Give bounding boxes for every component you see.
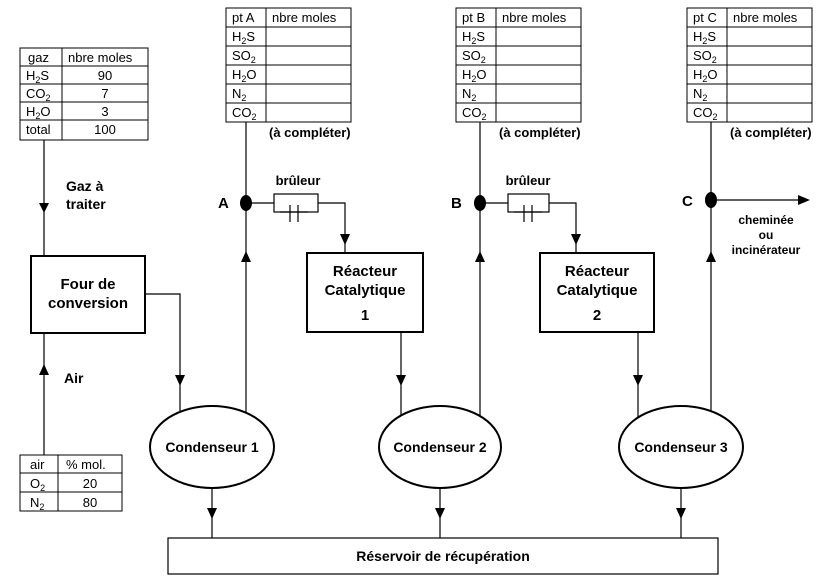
condenseur-3-label: Condenseur 3 — [634, 439, 728, 455]
point-c-species-2: H2O — [693, 67, 718, 84]
four-box — [30, 255, 146, 334]
bruleur-1 — [273, 193, 319, 222]
point-a-species-1: SO2 — [232, 48, 256, 65]
point-b-marker — [474, 195, 486, 211]
point-a-header-pt: pt A — [232, 10, 255, 25]
reactor-2-label-2: Catalytique — [557, 282, 638, 299]
bruleur-1-label: brûleur — [276, 173, 321, 188]
point-a-marker — [240, 195, 252, 211]
point-a-note: (à compléter) — [269, 125, 351, 140]
point-c-species-4: CO2 — [693, 105, 718, 122]
point-c-header-pt: pt C — [693, 10, 717, 25]
air-header-air: air — [30, 457, 45, 472]
feed-value-1: 7 — [101, 86, 108, 101]
condenseur-2-label: Condenseur 2 — [393, 439, 487, 455]
reservoir-box — [167, 537, 719, 575]
four-label-2: conversion — [48, 295, 128, 312]
bruleur-2 — [507, 193, 550, 222]
reactor-1-box — [306, 252, 424, 333]
air-value-0: 20 — [83, 476, 97, 491]
feed-species-3: total — [26, 122, 51, 137]
point-b-label: B — [451, 195, 462, 212]
reactor-1-number: 1 — [361, 307, 369, 324]
point-a-header-moles: nbre moles — [272, 10, 337, 25]
air-value-1: 80 — [83, 495, 97, 510]
outlet-label-3: incinérateur — [732, 243, 801, 257]
point-b-header-pt: pt B — [462, 10, 485, 25]
point-a-species-4: CO2 — [232, 105, 257, 122]
point-b-species-0: H2S — [462, 29, 485, 46]
reservoir-label: Réservoir de récupération — [356, 548, 530, 564]
four-label-1: Four de — [61, 276, 116, 293]
point-b-species-3: N2 — [462, 86, 476, 103]
air-species-0: O2 — [30, 476, 45, 493]
reactor-2-box — [539, 252, 655, 333]
point-a-species-0: H2S — [232, 29, 255, 46]
point-b-header-moles: nbre moles — [502, 10, 567, 25]
condenseur-1-label: Condenseur 1 — [165, 439, 259, 455]
condenseur-2-shape — [378, 405, 502, 489]
feed-species-0: H2S — [26, 68, 49, 85]
reactor-1-label-1: Réacteur — [333, 263, 397, 280]
point-b-species-4: CO2 — [462, 105, 487, 122]
feed-value-0: 90 — [98, 68, 112, 83]
reactor-2-label-1: Réacteur — [565, 263, 629, 280]
point-c-species-0: H2S — [693, 29, 716, 46]
point-c-label: C — [682, 193, 693, 210]
point-c-marker — [705, 192, 717, 208]
gaz-label-2: traiter — [66, 196, 106, 212]
point-markers — [240, 192, 717, 211]
point-a-species-2: H2O — [232, 67, 257, 84]
condenseur-1-shape — [149, 405, 275, 489]
point-c-header-moles: nbre moles — [733, 10, 798, 25]
air-header-pct: % mol. — [66, 457, 106, 472]
air-table — [19, 454, 123, 512]
feed-species-2: H2O — [26, 104, 51, 121]
feed-value-2: 3 — [101, 104, 108, 119]
flow-arrows — [39, 195, 810, 519]
air-species-1: N2 — [30, 495, 44, 512]
point-c-species-3: N2 — [693, 86, 707, 103]
outlet-label-1: cheminée — [738, 213, 794, 227]
flow-lines — [43, 122, 800, 538]
feed-species-1: CO2 — [26, 86, 51, 103]
reactor-1-label-2: Catalytique — [325, 282, 406, 299]
air-label: Air — [64, 370, 84, 386]
point-c-note: (à compléter) — [730, 125, 812, 140]
reactor-2-number: 2 — [593, 307, 601, 324]
feed-header-gaz: gaz — [28, 50, 49, 65]
feed-table — [19, 47, 149, 141]
bruleur-2-label: brûleur — [506, 173, 551, 188]
point-b-note: (à compléter) — [499, 125, 581, 140]
feed-value-3: 100 — [94, 122, 116, 137]
point-a-species-3: N2 — [232, 86, 246, 103]
gaz-label-1: Gaz à — [66, 178, 104, 194]
point-a-label: A — [218, 195, 229, 212]
point-c-species-1: SO2 — [693, 48, 717, 65]
outlet-label-2: ou — [759, 228, 774, 242]
point-b-species-2: H2O — [462, 67, 487, 84]
condenseur-3-shape — [618, 405, 744, 489]
point-b-species-1: SO2 — [462, 48, 486, 65]
feed-header-moles: nbre moles — [68, 50, 133, 65]
